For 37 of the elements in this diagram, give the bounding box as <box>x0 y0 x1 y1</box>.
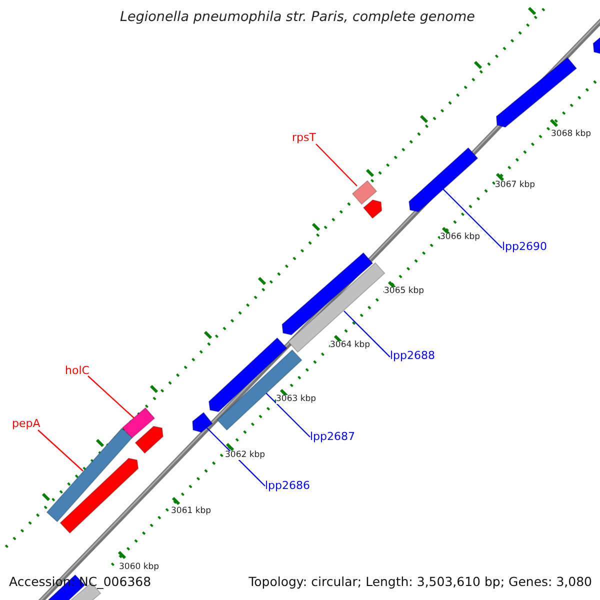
scale-label: 3060 kbp <box>119 563 160 572</box>
scale-label: 3063 kbp <box>276 395 316 404</box>
gene-bar <box>46 428 133 522</box>
gene-bar <box>216 349 302 431</box>
leader-line <box>316 144 358 186</box>
gene-bar <box>288 262 386 353</box>
genome-stats: Topology: circular; Length: 3,503,610 bp; Genes: 3,080 <box>248 574 593 590</box>
gene-bar <box>192 412 213 433</box>
scale-label: 3061 kbp <box>171 507 212 516</box>
scale-label: 3062 kbp <box>225 451 266 460</box>
leader-line <box>88 376 134 418</box>
leader-line <box>38 430 84 472</box>
scale-label: 3068 kbp <box>551 130 592 138</box>
scale-label: 3067 kbp <box>495 181 536 190</box>
gene-bar <box>408 147 478 212</box>
gene-label: pepA <box>12 418 40 429</box>
gene-bar <box>282 252 374 336</box>
gene-label: holC <box>65 365 90 376</box>
gene-label: lpp2687 <box>310 431 356 442</box>
gene-bar <box>122 407 156 439</box>
scale-label: 3064 kbp <box>330 341 370 350</box>
scale-label: 3066 kbp <box>440 233 480 242</box>
diagram-title: Legionella pneumophila str. Paris, complete genome <box>120 11 475 24</box>
gene-label: rpsT <box>292 132 316 143</box>
gene-bar <box>362 199 382 219</box>
leader-line <box>344 310 390 358</box>
leader-line <box>206 428 266 486</box>
gene-label: lpp2690 <box>502 241 548 252</box>
gene-bar <box>60 458 139 534</box>
gene-bar <box>134 426 164 454</box>
gene-label: lpp2686 <box>265 480 310 491</box>
gene-label: lpp2688 <box>390 350 436 361</box>
leader-line <box>442 188 502 248</box>
leader-line <box>266 392 310 438</box>
gene-bar <box>352 180 378 205</box>
scale-label: 3065 kbp <box>384 287 424 296</box>
gene-bar <box>496 57 578 128</box>
